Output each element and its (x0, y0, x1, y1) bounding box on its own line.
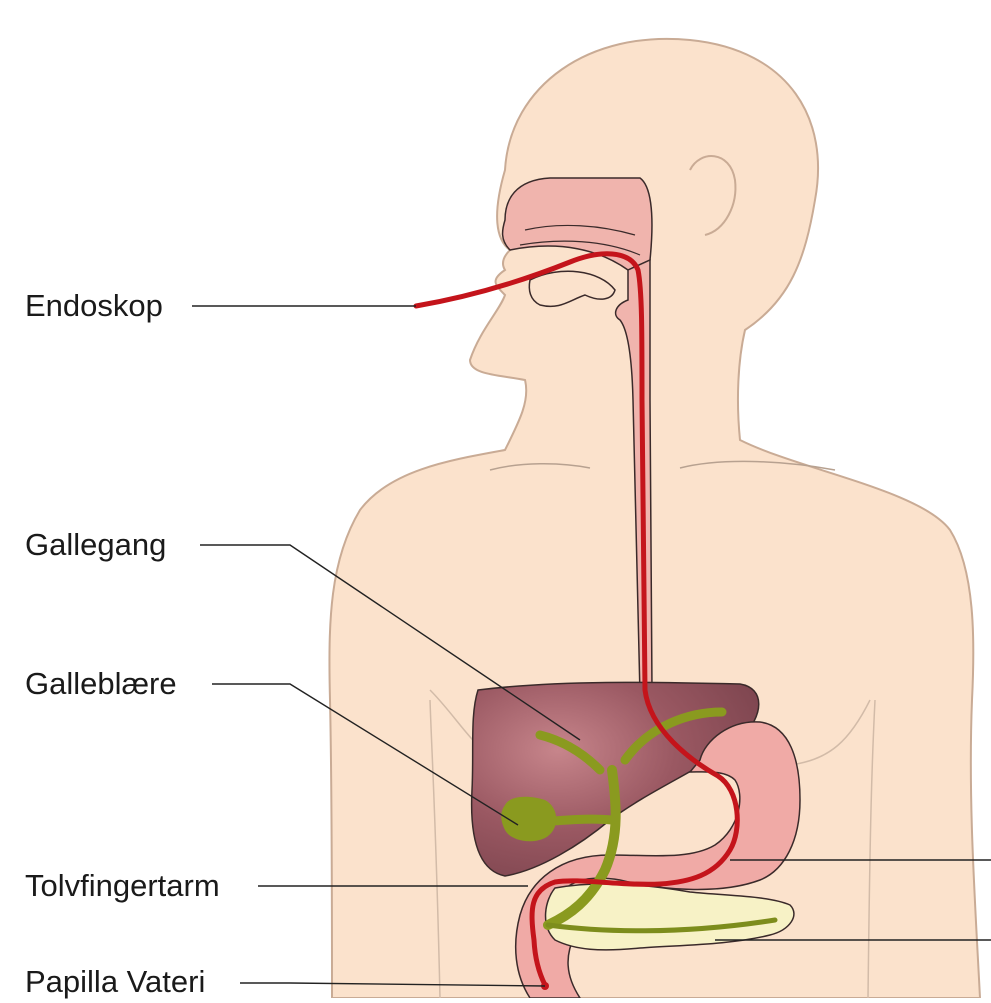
label-gallbladder: Galleblære (25, 668, 177, 699)
label-duodenum: Tolvfingertarm (25, 870, 220, 901)
label-endoscope: Endoskop (25, 290, 163, 321)
label-papilla: Papilla Vateri (25, 966, 205, 997)
label-bile-duct: Gallegang (25, 529, 166, 560)
body-silhouette (329, 39, 980, 998)
